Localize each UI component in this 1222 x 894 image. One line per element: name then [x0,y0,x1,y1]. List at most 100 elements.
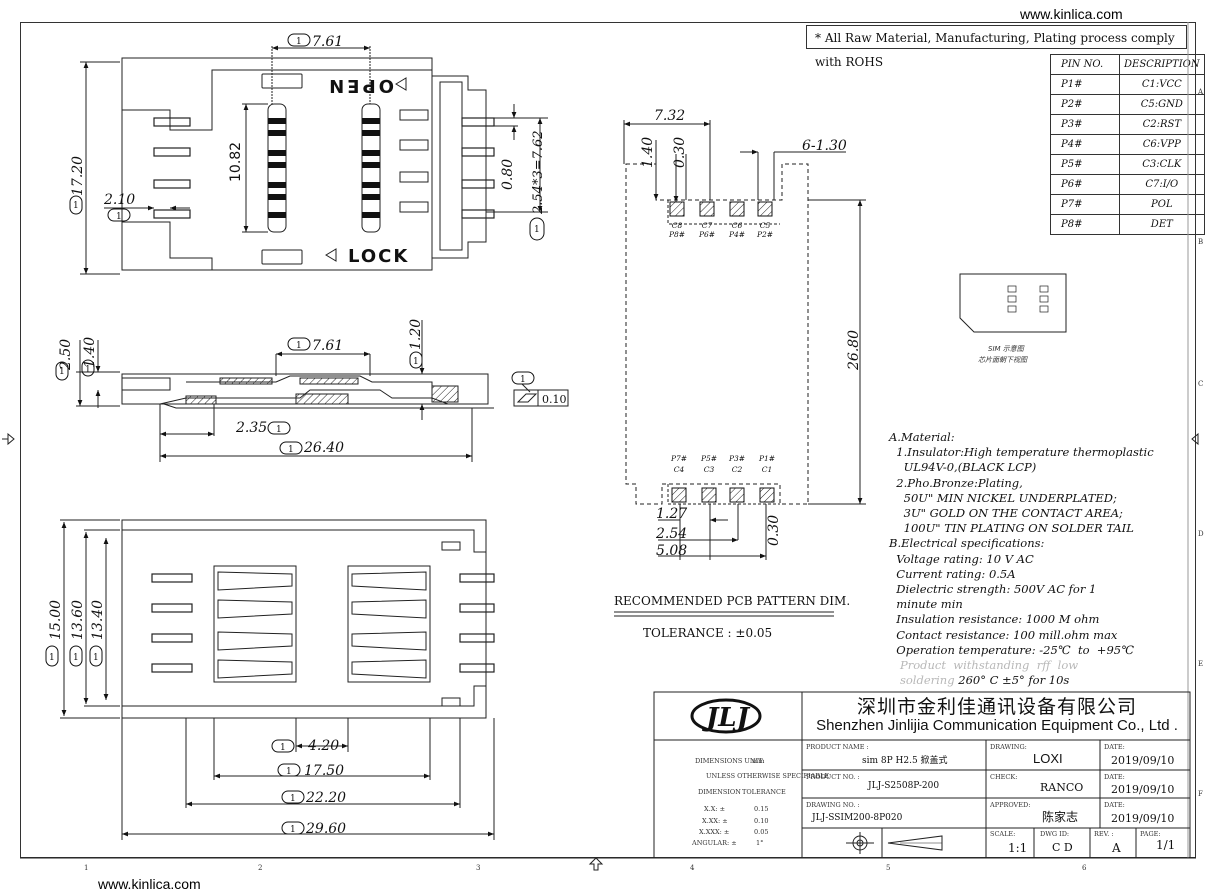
pcb-pattern [614,120,866,617]
lock-label: LOCK [348,246,409,267]
table-row: P5#C3:CLK [1050,154,1205,175]
svg-text:1: 1 [296,341,302,351]
tol-dim: X.XXX: ± [699,828,730,836]
svg-text:1: 1 [276,425,282,435]
rev-value: A [1112,841,1121,855]
product-no: JLJ-S2508P-200 [868,781,940,791]
drawing-by: LOXI [1033,751,1063,766]
site-url-top[interactable]: www.kinlica.com [1020,6,1123,22]
pin-no: P7# [1050,194,1120,215]
table-row: P1#C1:VCC [1050,74,1205,95]
dim-offset: 2.10 [103,192,135,208]
check-label: CHECK: [990,773,1018,781]
svg-text:1: 1 [85,365,91,375]
date-1: 2019/09/10 [1111,754,1175,767]
pad-label: C8 [672,221,683,230]
title-block-lines [653,691,1191,859]
dim-bottom-w1: 4.20 [307,738,339,754]
dim-bottom-h3: 13.40 [90,600,106,640]
tol-dim: X.XX: ± [702,817,728,825]
spec-notes: A.Material: 1.Insulator:High temperature… [889,430,1154,688]
tol-dim: ANGULAR: ± [692,839,737,847]
tol-val: 1° [756,839,764,847]
flatness-value: 0.10 [542,393,567,406]
dim-pcb-b2: 2.54 [655,526,687,542]
dim-top-height: 17.20 [70,156,86,196]
rohs-note: * All Raw Material, Manufacturing, Plati… [806,25,1187,69]
dim-bottom-w4: 29.60 [305,821,346,837]
dim-pcb-d2: 0.30 [672,137,688,168]
dim-side-top: 7.61 [312,338,343,354]
pad-label: P5# [700,454,717,463]
svg-text:1: 1 [534,225,540,235]
dim-pcb-b4: 0.30 [766,515,782,546]
svg-text:1: 1 [280,743,286,753]
company-logo: JLJ [690,698,762,734]
dim-unit: mm [752,757,765,765]
date-label-3: DATE: [1104,801,1125,809]
pad-label: P6# [698,230,715,239]
side-view [76,320,569,462]
tol-val: 0.15 [754,805,769,813]
dim-pcb-d1: 1.40 [640,137,656,168]
dimension-col: DIMENSION [698,788,741,796]
drawing-label: DRAWING: [990,743,1027,751]
grid-col-6: 6 [1082,864,1087,872]
pin-table: PIN NO.DESCRIPTION P1#C1:VCC P2#C5:GND P… [1050,54,1205,235]
pad-label: C7 [702,221,713,230]
grid-col-5: 5 [886,864,891,872]
svg-text:1: 1 [290,794,296,804]
product-name: sim 8P H2.5 掀盖式 [862,756,948,766]
dim-pcb-b3: 5.08 [656,543,687,559]
pad-label: C4 [674,465,685,474]
dim-bottom-w3: 22.20 [305,790,346,806]
svg-text:1: 1 [296,37,302,47]
date-label-1: DATE: [1104,743,1125,751]
svg-text:1: 1 [116,212,122,222]
page-value: 1/1 [1156,838,1176,852]
pad-label: P7# [670,454,687,463]
pad-label: C2 [732,465,743,474]
svg-text:1: 1 [73,653,79,663]
sim-caption-2: 芯片面朝下视图 [978,356,1028,364]
lock-arrow-icon [325,248,337,262]
date-3: 2019/09/10 [1111,812,1175,825]
dim-bottom-h1: 15.00 [48,600,64,640]
tol-val: 0.05 [754,828,769,836]
dim-pcb-b1: 1.27 [656,506,687,522]
scale-value: 1:1 [1008,841,1028,855]
drawing-no: JLJ-SSIM200-8P020 [812,813,903,823]
rev-label: REV. : [1094,830,1114,838]
dim-bottom-h2: 13.60 [70,600,86,640]
dim-bottom-w2: 17.50 [304,763,344,779]
grid-row-c: C [1198,380,1204,388]
dim-side-total: 26.40 [303,440,344,456]
grid-row-f: F [1198,790,1203,798]
pin-no: P8# [1050,214,1120,235]
table-row: P3#C2:RST [1050,114,1205,135]
pad-label: P8# [668,230,685,239]
grid-col-1: 1 [84,864,89,872]
company-name-cn: 深圳市金利佳通讯设备有限公司 [856,696,1137,718]
frame-arrow-bottom-icon [588,857,604,871]
product-no-label: PRODUCT NO. : [806,773,860,781]
product-name-label: PRODUCT NAME : [806,743,869,751]
page-label: PAGE: [1140,830,1161,838]
table-row: P8#DET [1050,214,1205,235]
svg-text:1: 1 [93,653,99,663]
pcb-pattern-title: RECOMMENDED PCB PATTERN DIM. [614,594,851,608]
grid-row-b: B [1198,238,1204,246]
svg-text:1: 1 [288,445,294,455]
grid-col-2: 2 [258,864,263,872]
table-row: P6#C7:I/O [1050,174,1205,195]
dwg-id: C D [1052,841,1073,854]
check-by: RANCO [1040,781,1084,794]
pad-label: P2# [756,230,773,239]
grid-row-e: E [1198,660,1204,668]
site-url-bottom[interactable]: www.kinlica.com [98,876,201,892]
unless-note: UNLESS OTHERWISE SPECIFIABLE [706,772,830,780]
dim-top-width: 7.61 [312,34,343,50]
pin-no: P3# [1050,114,1120,135]
dim-pcb-w: 7.32 [654,108,685,124]
pcb-tolerance: TOLERANCE : ±0.05 [643,626,773,640]
